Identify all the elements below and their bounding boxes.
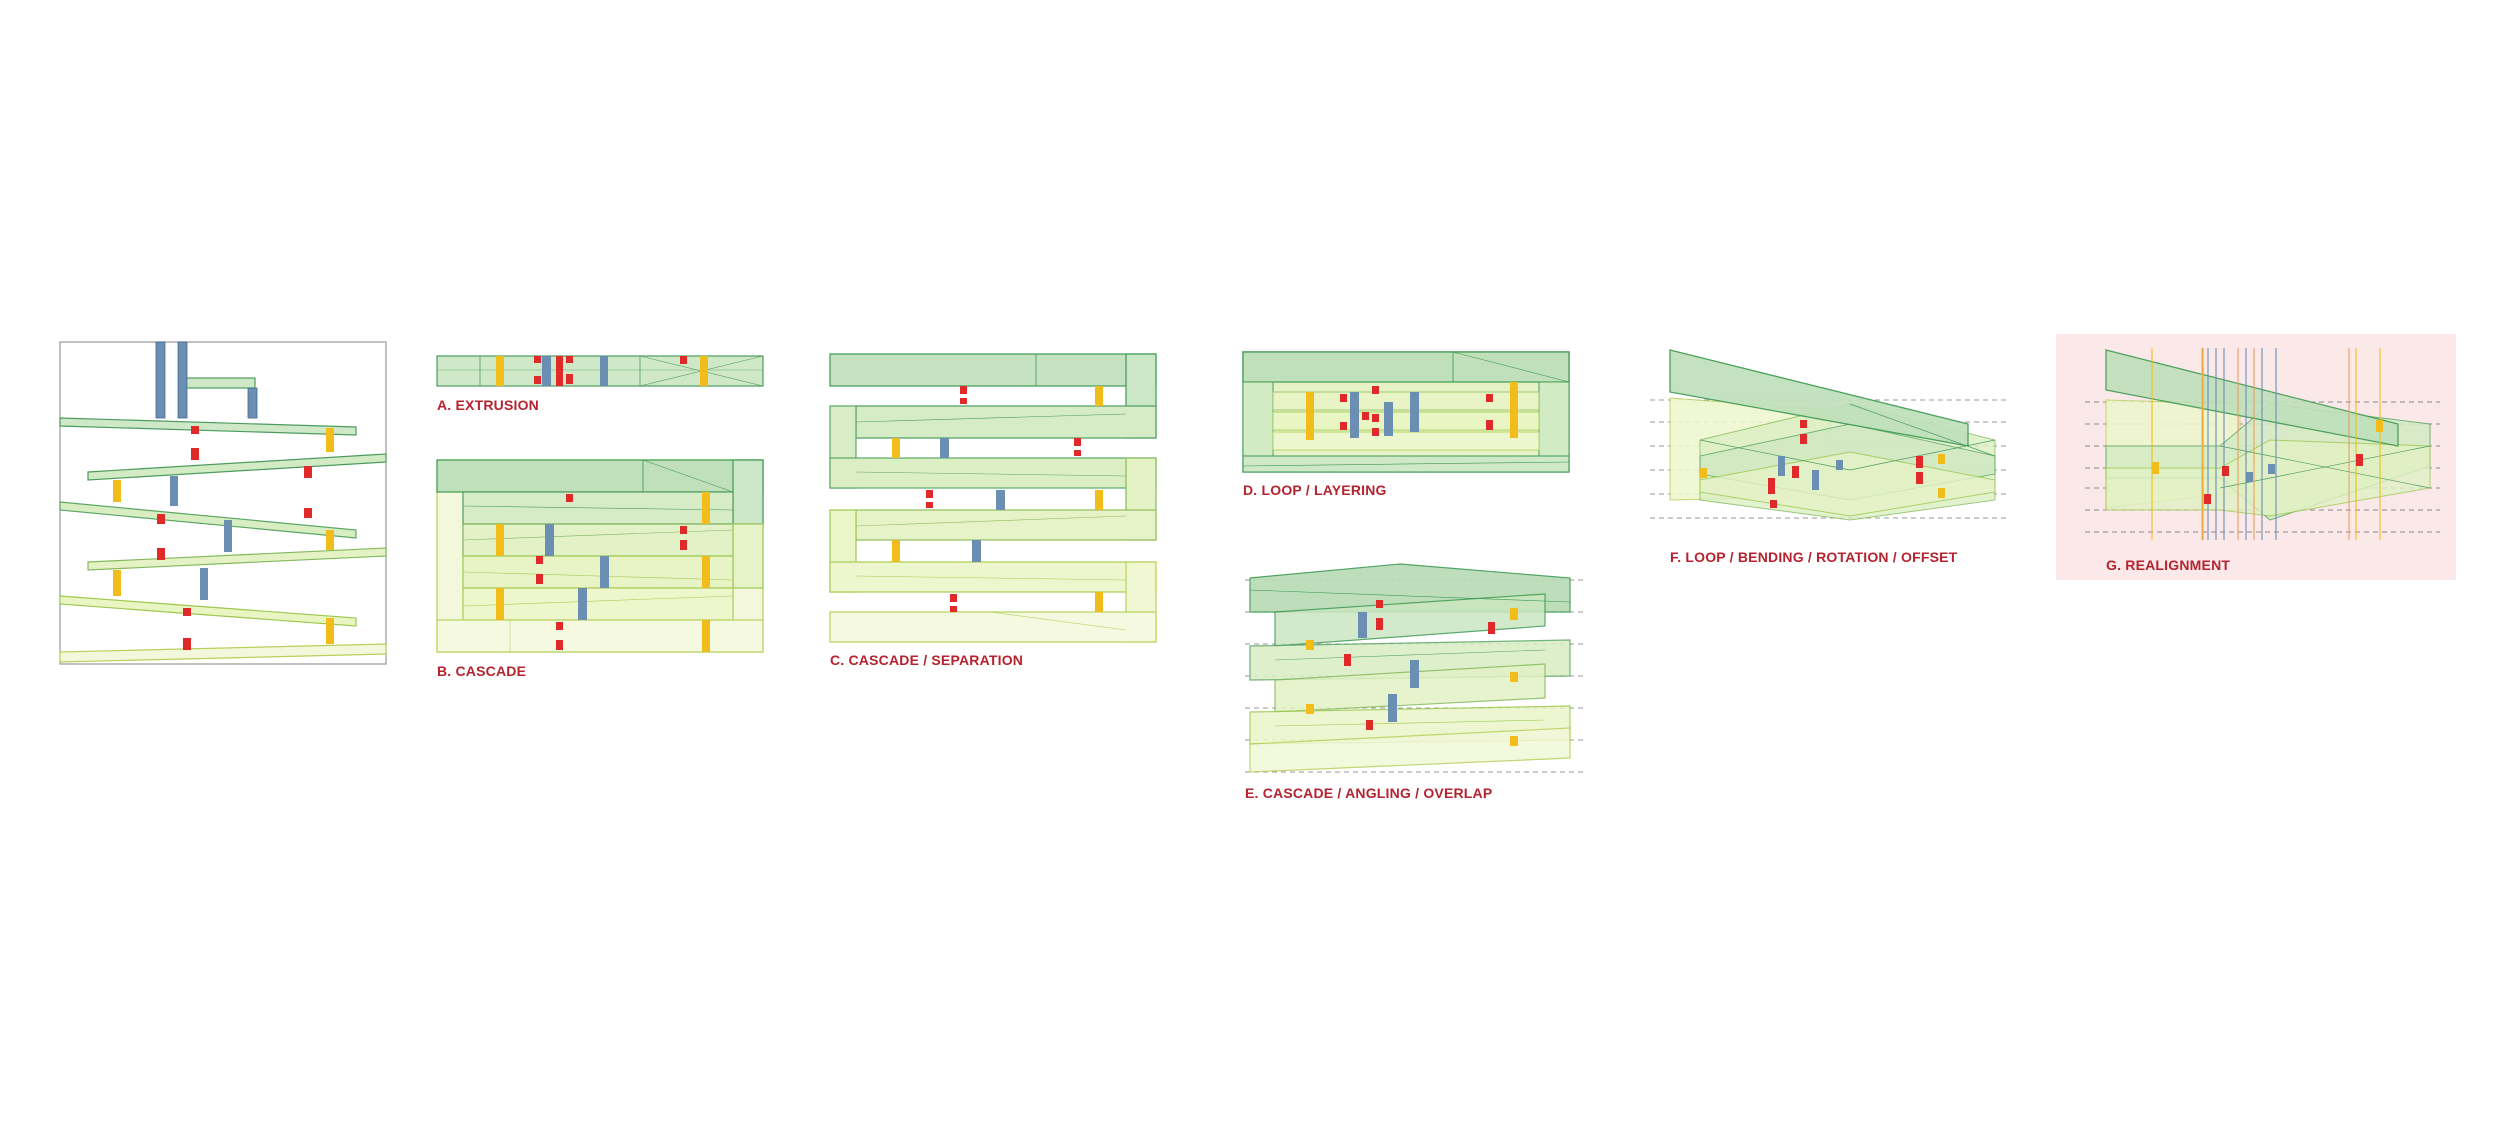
label-extrusion: A. EXTRUSION [437,397,539,413]
label-loop-bending-rotation-offset: F. LOOP / BENDING / ROTATION / OFFSET [1670,549,1958,565]
label-cascade-separation: C. CASCADE / SEPARATION [830,652,1023,668]
panel-b-cascade: B. CASCADE [436,459,764,679]
panel-d-loop-layering: D. LOOP / LAYERING [1242,351,1570,498]
label-realignment: G. REALIGNMENT [2106,557,2230,573]
label-cascade-angling-overlap: E. CASCADE / ANGLING / OVERLAP [1245,785,1492,801]
panel-f-loop-bending-rotation-offset: F. LOOP / BENDING / ROTATION / OFFSET [1650,349,2010,565]
panel-section-reference [59,341,387,665]
panel-c-cascade-separation: C. CASCADE / SEPARATION [829,353,1157,668]
panel-a-extrusion: A. EXTRUSION [436,355,764,413]
panel-e-cascade-angling-overlap: E. CASCADE / ANGLING / OVERLAP [1245,563,1585,801]
label-loop-layering: D. LOOP / LAYERING [1243,482,1387,498]
label-cascade: B. CASCADE [437,663,526,679]
panel-g-realignment: G. REALIGNMENT [2056,334,2456,580]
